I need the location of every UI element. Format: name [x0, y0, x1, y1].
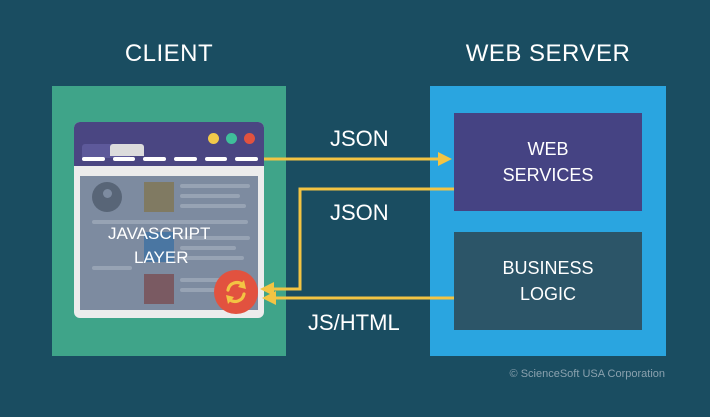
business-logic-line2: LOGIC — [519, 284, 576, 304]
copyright-text: © ScienceSoft USA Corporation — [509, 368, 665, 380]
text-line — [180, 246, 236, 250]
business-logic-line1: BUSINESS — [502, 258, 594, 278]
window-dot-green — [226, 133, 237, 144]
web-server-heading: WEB SERVER — [465, 40, 631, 67]
arrow-json-response — [270, 187, 454, 291]
text-line — [180, 204, 246, 208]
thumbnail-image — [144, 182, 174, 212]
text-line — [92, 266, 132, 270]
web-services-panel: WEB SERVICES — [454, 113, 642, 211]
arrowhead-json-response — [260, 282, 274, 296]
arrowhead-jshtml — [262, 291, 276, 305]
web-services-line2: SERVICES — [502, 165, 594, 185]
web-services-line1: WEB — [527, 139, 569, 159]
thumbnail-image — [144, 232, 174, 262]
text-line — [180, 184, 250, 188]
thumbnail-image — [144, 274, 174, 304]
text-line — [180, 278, 240, 282]
browser-title-bar — [74, 122, 264, 166]
flow-label-json-response: JSON — [330, 200, 389, 225]
flow-label-json-request: JSON — [330, 126, 389, 151]
client-heading: CLIENT — [124, 40, 214, 67]
text-line — [180, 194, 240, 198]
browser-window-icon — [74, 122, 264, 318]
text-line — [180, 236, 250, 240]
javascript-layer-label: JAVASCRIPT LAYER — [94, 222, 244, 270]
text-line — [92, 220, 248, 224]
user-avatar-icon — [92, 182, 122, 212]
arrowhead-json-request — [438, 152, 452, 166]
sync-icon — [214, 270, 258, 314]
window-dot-red — [244, 133, 255, 144]
javascript-layer-line1: JAVASCRIPT — [108, 224, 211, 243]
text-line — [180, 256, 244, 260]
flow-label-jshtml: JS/HTML — [308, 310, 400, 335]
javascript-layer-line2: LAYER — [134, 248, 189, 267]
text-line — [180, 288, 230, 292]
browser-tab-active — [110, 144, 144, 156]
business-logic-panel: BUSINESS LOGIC — [454, 232, 642, 330]
window-dot-yellow — [208, 133, 219, 144]
address-bar — [82, 157, 259, 161]
